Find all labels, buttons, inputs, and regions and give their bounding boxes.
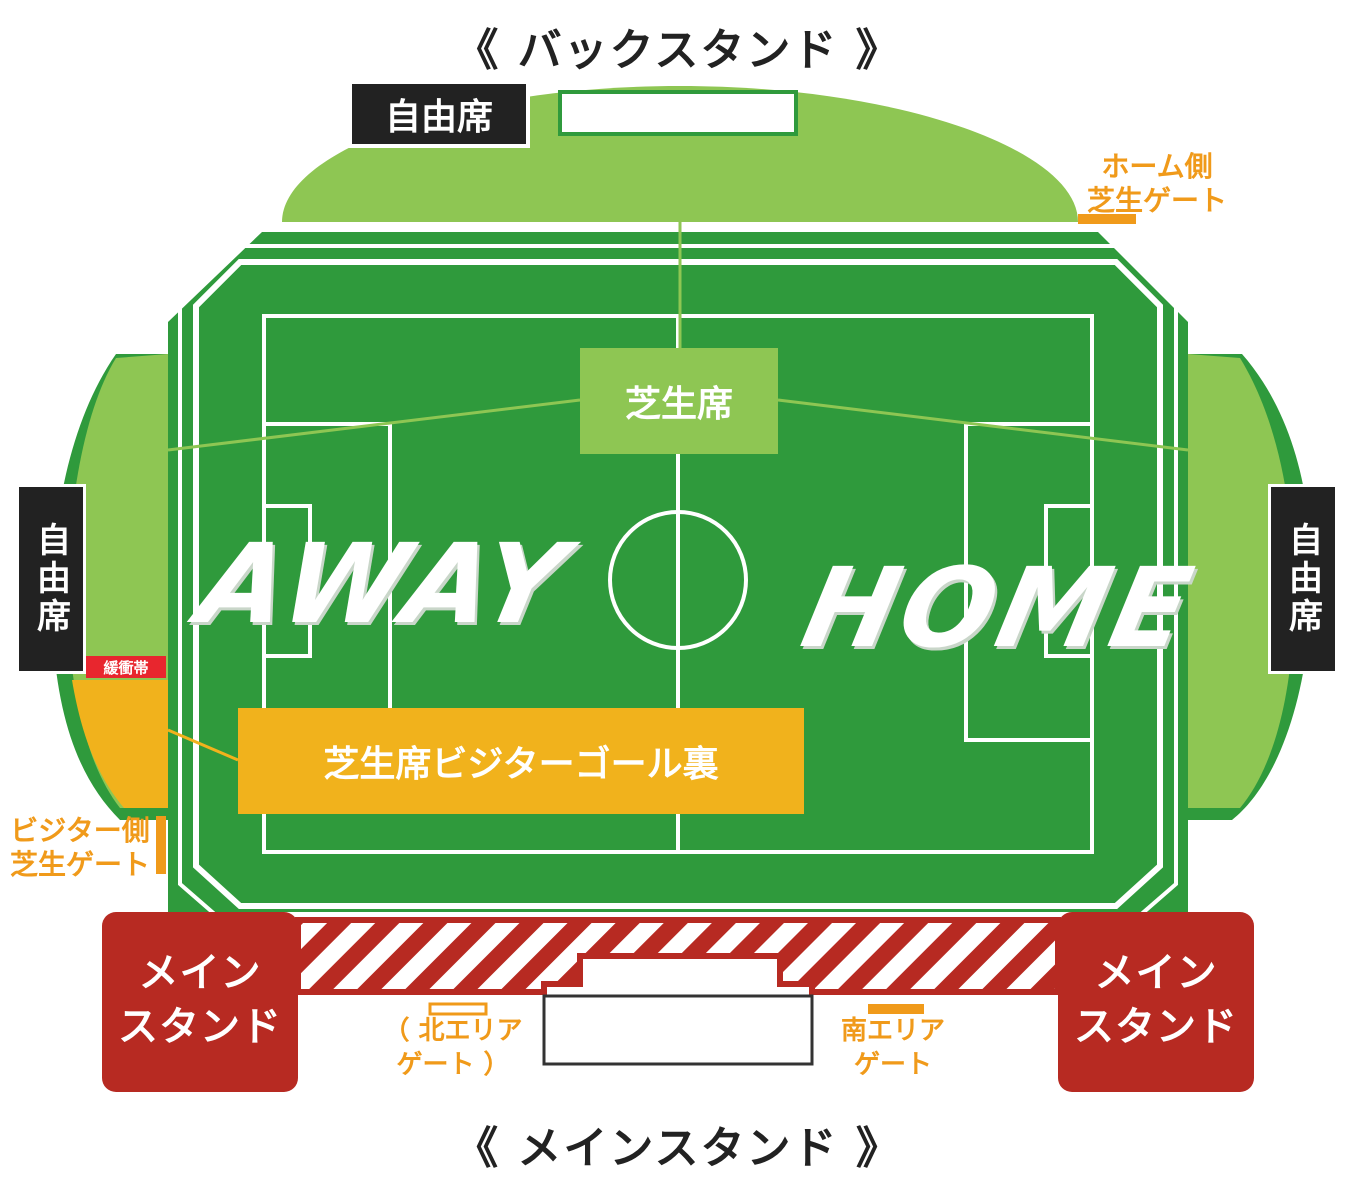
home-lawn-gate-label: ホーム側 芝生ゲート <box>1086 150 1227 217</box>
buffer-zone-label: 緩衝帯 <box>86 656 166 678</box>
south-area-gate-label: 南エリア ゲート <box>840 1016 945 1080</box>
main-stand-center-box <box>542 994 814 1066</box>
main-stand-heading: 《 メインスタンド 》 <box>454 1123 902 1174</box>
north-area-gate-marker <box>428 1002 488 1016</box>
free-seat-left-label: 自由席 <box>16 484 86 674</box>
north-area-gate-label: （ 北エリア ゲート ） <box>383 1016 523 1080</box>
home-label: HOME <box>792 544 1206 672</box>
visitor-goal-area <box>72 680 168 808</box>
away-label: AWAY <box>188 520 581 648</box>
free-seat-right-label: 自由席 <box>1268 484 1338 674</box>
visitor-lawn-gate-label: ビジター側 芝生ゲート <box>9 814 150 881</box>
lawn-pointer-lines <box>167 222 1189 452</box>
main-stand-left-block <box>102 912 298 1092</box>
visitor-goal-lawn-label: 芝生席ビジターゴール裏 <box>238 708 804 814</box>
free-seat-back-label: 自由席 <box>348 80 530 148</box>
main-stand-right-block <box>1058 912 1254 1092</box>
visitor-lawn-gate-marker <box>156 816 166 874</box>
visitor-pointer-line <box>167 728 239 762</box>
main-stand-left-label: メイン スタンド <box>118 950 282 1050</box>
main-stand-hatched <box>295 917 1061 995</box>
back-stand-box <box>558 90 798 136</box>
right-side-lawn <box>1188 354 1295 808</box>
south-area-gate-marker <box>868 1004 924 1014</box>
back-stand-heading: 《 バックスタンド 》 <box>454 25 902 76</box>
home-lawn-gate-marker <box>1078 214 1136 224</box>
lawn-seat-label: 芝生席 <box>580 348 778 454</box>
main-stand-right-label: メイン スタンド <box>1074 950 1238 1050</box>
